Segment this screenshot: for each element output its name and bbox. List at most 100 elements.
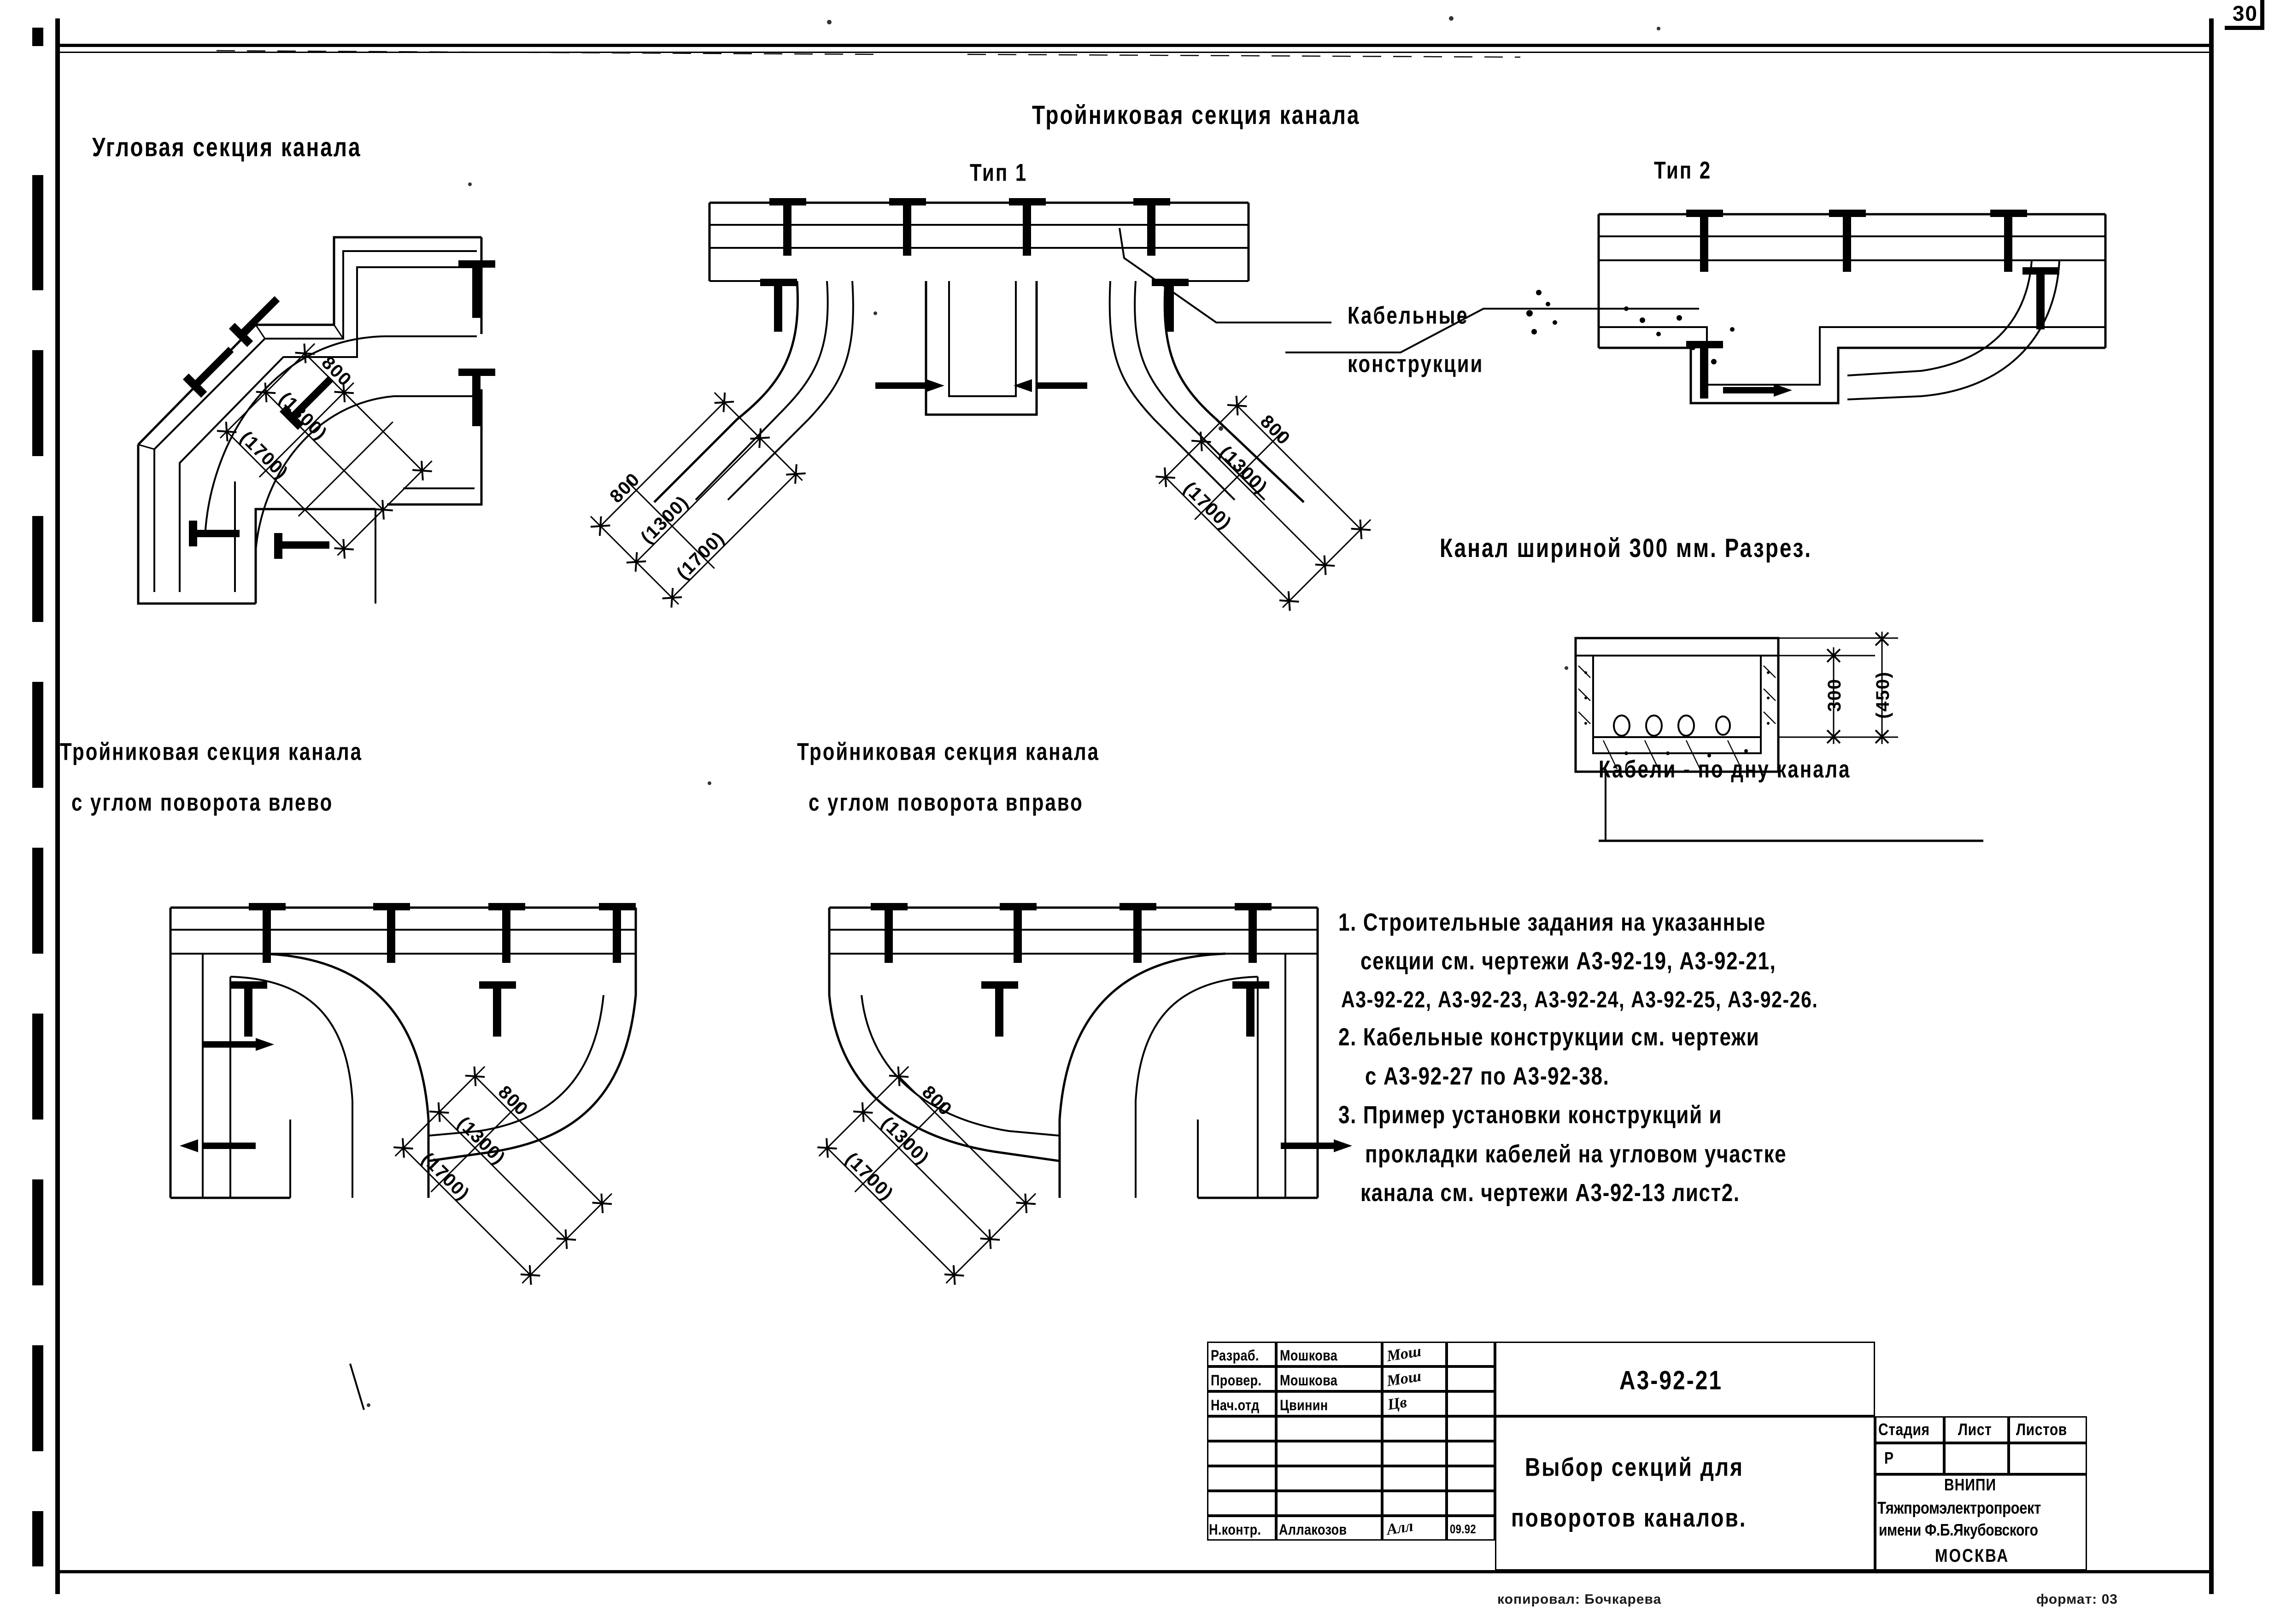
dim-1700-bm: (1700) [842,1149,897,1204]
note-3-number: 3. [1338,1101,1357,1129]
note-3-line-1: 3. Пример установки конструкций и [1338,1098,2131,1133]
tb-cell-name-6 [1276,1466,1382,1491]
frame-border-top [55,44,2211,47]
tb-cell-name-8 [1276,1516,1382,1541]
tb-sheets-header: Листов [2016,1421,2067,1439]
note-1-line-3: А3-92-22, А3-92-23, А3-92-24, А3-92-25, … [1341,983,2131,1016]
tb-date-8: 09.92 [1450,1522,1477,1536]
dim-800-left: 800 [606,469,644,507]
notes-block: 1. Строительные задания на указанные сек… [1338,905,2131,1215]
tb-cell-date-3 [1447,1391,1495,1416]
tb-cell-role-4 [1207,1416,1276,1441]
dim-800-right: 800 [1256,411,1295,449]
tb-role-2: Провер. [1211,1372,1262,1389]
tb-stage-value: Р [1884,1449,1894,1468]
binding-tick [32,350,43,456]
dim-1700: (1700) [236,428,292,483]
tb-name-1: Мошкова [1280,1347,1338,1364]
heading-tee-left-line2: с углом поворота влево [71,789,334,816]
tb-cell-sign-8 [1382,1516,1447,1541]
dim-800: 800 [317,352,356,391]
tb-role-3: Нач.отд [1211,1397,1260,1413]
label-cable-structures-line2: конструкции [1348,350,1484,377]
heading-tee-section: Тройниковая секция канала [1032,100,1360,130]
tb-cell-sign-4 [1382,1416,1447,1441]
note-1-line-2: секции см. чертежи А3-92-19, А3-92-21, [1360,944,2131,979]
tb-cell-date-4 [1447,1416,1495,1441]
tb-org-line3: имени Ф.Б.Якубовского [1879,1521,2038,1540]
tb-cell-sign-7 [1382,1491,1447,1516]
tb-cell-stage-header [1875,1416,1944,1443]
tb-cell-name-2 [1276,1366,1382,1391]
tb-cell-sign-6 [1382,1466,1447,1491]
dim-1300-bl: (1300) [453,1113,509,1168]
frame-border-right [2209,18,2214,1594]
note-1-text-3: А3-92-22, А3-92-23, А3-92-24, А3-92-25, … [1341,986,1818,1013]
dim-800-bm: 800 [918,1082,956,1120]
dim-1700-right: (1700) [1180,478,1236,534]
note-3-line-3: канала см. чертежи А3-92-13 лист2. [1360,1176,2131,1211]
note-2-line-1: 2. Кабельные конструкции см. чертежи [1338,1020,2131,1055]
tb-cell-sign-1 [1382,1342,1447,1366]
tb-cell-sign-2 [1382,1366,1447,1391]
binding-tick [32,1345,43,1451]
binding-tick [32,1511,43,1566]
tb-role-8: Н.контр. [1209,1521,1261,1538]
dim-300: 300 [1824,678,1845,712]
note-2-line-2: с А3-92-27 по А3-92-38. [1365,1059,2131,1094]
tb-drawing-title-line1: Выбор секций для [1525,1453,1744,1482]
dim-1300: (1300) [276,388,331,444]
tb-cell-role-1 [1207,1342,1276,1366]
heading-corner-section: Угловая секция канала [92,132,362,162]
binding-tick [32,516,43,622]
tb-cell-date-7 [1447,1491,1495,1516]
tb-name-3: Цвинин [1280,1397,1328,1413]
binding-tick [32,28,43,46]
frame-border-top-inner [55,52,2211,53]
title-block: Разраб. Мошкова Мош Провер. Мошкова Мош … [1207,1342,2211,1571]
tb-cell-name-1 [1276,1342,1382,1366]
binding-tick [32,848,43,954]
tb-name-2: Мошкова [1280,1372,1338,1389]
note-3-text-1: Пример установки конструкций и [1363,1101,1723,1129]
tb-org-line1: ВНИПИ [1944,1476,1997,1495]
note-3-text-2: прокладки кабелей на угловом участке [1365,1140,1787,1168]
tb-org-line4: МОСКВА [1935,1545,2010,1566]
dim-1700-bl: (1700) [418,1149,474,1204]
tb-drawing-number: А3-92-21 [1619,1366,1723,1395]
dim-1300-bm: (1300) [877,1113,933,1168]
corner-rule-horizontal [2225,26,2264,30]
tb-cell-role-8 [1207,1516,1276,1541]
tb-signature-3: Цв [1386,1393,1408,1414]
binding-tick [32,1014,43,1120]
dim-1700-left: (1700) [673,528,728,583]
frame-border-left [55,18,60,1594]
footer-copied-by: копировал: Бочкарева [1497,1592,1662,1607]
tb-cell-drawing-title [1495,1416,1875,1571]
binding-tick [32,175,43,290]
corner-rule-vertical [2260,0,2264,29]
tb-cell-role-3 [1207,1391,1276,1416]
tb-cell-name-4 [1276,1416,1382,1441]
tb-org-line2: Тяжпромэлектропроект [1877,1498,2041,1518]
heading-tee-right-line2: с углом поворота вправо [809,789,1084,816]
note-2-text-1: Кабельные конструкции см. чертежи [1363,1023,1760,1051]
tb-cell-role-6 [1207,1466,1276,1491]
dim-450: (450) [1873,671,1893,719]
tb-cell-stage-value [1875,1443,1944,1474]
dim-800-bl: 800 [494,1082,533,1120]
label-cables-along-bottom: Кабели - по дну канала [1599,756,1851,783]
tb-cell-sheet-value [1944,1443,2009,1474]
heading-tee-right-line1: Тройниковая секция канала [797,738,1100,765]
note-2-number: 2. [1338,1023,1357,1051]
dim-1300-right: (1300) [1215,442,1271,498]
note-1-number: 1. [1338,909,1357,937]
tb-stage-header: Стадия [1878,1421,1930,1439]
frame-border-bottom [55,1570,2211,1573]
tb-cell-sign-3 [1382,1391,1447,1416]
tb-cell-sign-5 [1382,1441,1447,1466]
tb-cell-role-2 [1207,1366,1276,1391]
tb-cell-name-7 [1276,1491,1382,1516]
tb-cell-role-5 [1207,1441,1276,1466]
